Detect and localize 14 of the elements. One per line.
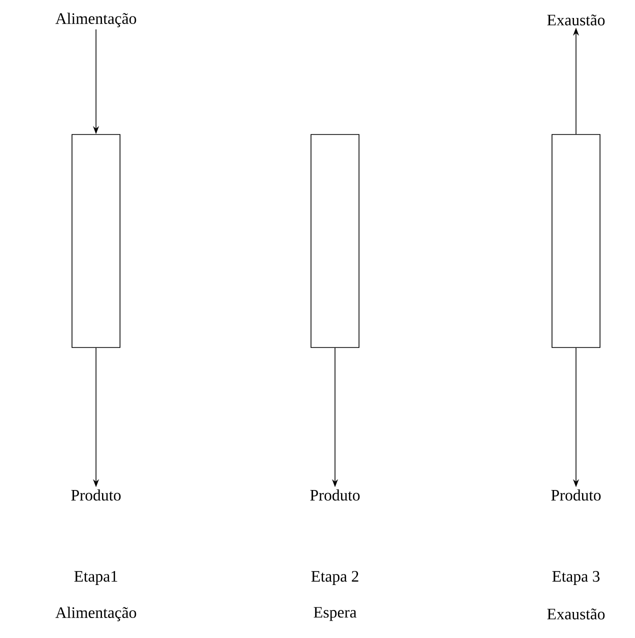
step-label: Etapa 2	[311, 571, 358, 585]
stream-label: Produto	[71, 489, 121, 501]
stream-label: Produto	[310, 489, 360, 501]
step-label: Espera	[314, 607, 356, 621]
stream-label: Alimentação	[55, 12, 136, 28]
step-label: Alimentação	[55, 606, 136, 622]
column-box	[72, 134, 120, 348]
step-label: Etapa 3	[552, 571, 600, 585]
step-label: Etapa1	[74, 571, 118, 585]
stream-label: Exaustão	[547, 14, 605, 26]
stream-label: Produto	[551, 489, 601, 501]
step-label: Exaustão	[547, 608, 605, 620]
column-box	[552, 134, 600, 348]
column-box	[310, 134, 360, 348]
